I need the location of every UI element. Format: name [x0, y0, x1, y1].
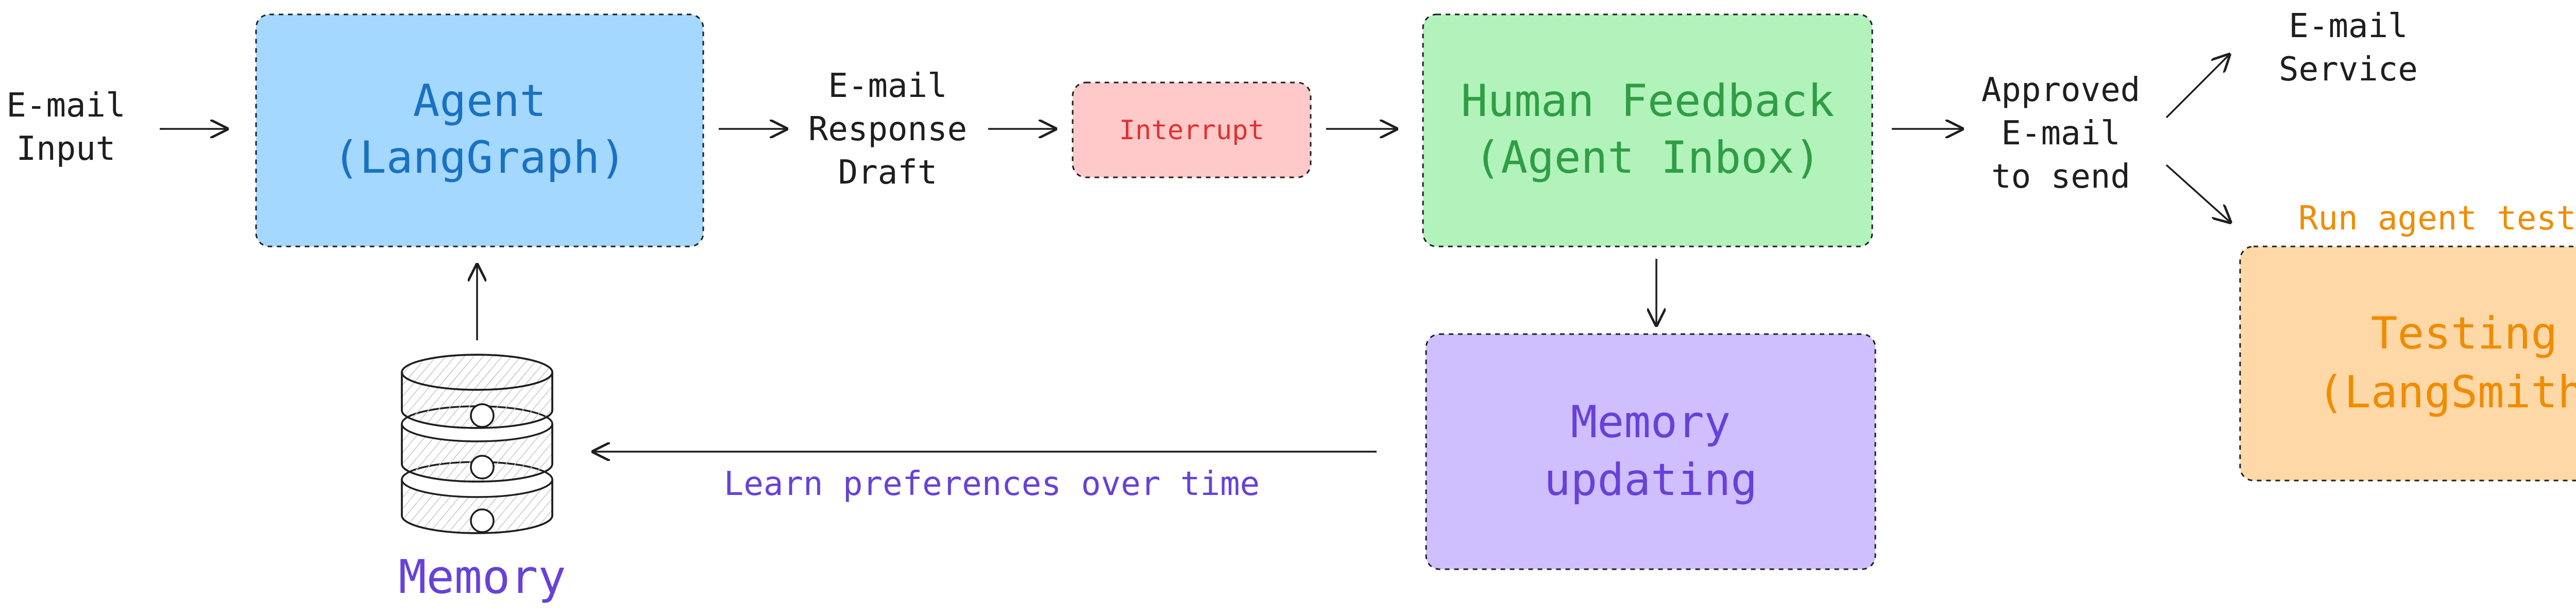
draft-line1: E-mail — [828, 67, 947, 105]
interrupt-box — [1072, 81, 1312, 178]
approved-line1: Approved — [1981, 71, 2140, 109]
tests-label: Run agent tests — [2298, 200, 2576, 238]
testing-subtitle: (LangSmith) — [2317, 367, 2576, 418]
feedback-subtitle: (Agent Inbox) — [1474, 132, 1821, 184]
arrow-approved-to-testing — [2165, 164, 2231, 223]
approved-line3: to send — [1991, 158, 2130, 196]
draft-line3: Draft — [838, 154, 938, 192]
agent-title: Agent — [413, 75, 547, 127]
memory-store-label: Memory — [398, 550, 566, 604]
input-line2: Input — [16, 130, 116, 168]
arrows — [160, 54, 2231, 452]
agent-subtitle: (LangGraph) — [333, 132, 626, 184]
learn-label: Learn preferences over time — [724, 465, 1260, 503]
memory-updating-subtitle: updating — [1544, 454, 1757, 506]
testing-title: Testing — [2371, 308, 2557, 359]
feedback-title: Human Feedback — [1461, 75, 1835, 127]
database-icon — [401, 354, 553, 534]
arrow-approved-to-service — [2165, 54, 2230, 119]
memory-updating-title: Memory — [1571, 396, 1731, 448]
approved-line2: E-mail — [2001, 114, 2120, 153]
human-feedback-box — [1422, 13, 1873, 247]
memory-updating-box — [1425, 333, 1876, 570]
service-line2: Service — [2279, 51, 2418, 89]
interrupt-label: Interrupt — [1119, 115, 1264, 146]
service-line1: E-mail — [2289, 7, 2408, 45]
agent-box — [255, 13, 704, 247]
input-line1: E-mail — [6, 87, 125, 125]
testing-box — [2239, 245, 2576, 482]
draft-line2: Response — [808, 110, 967, 148]
